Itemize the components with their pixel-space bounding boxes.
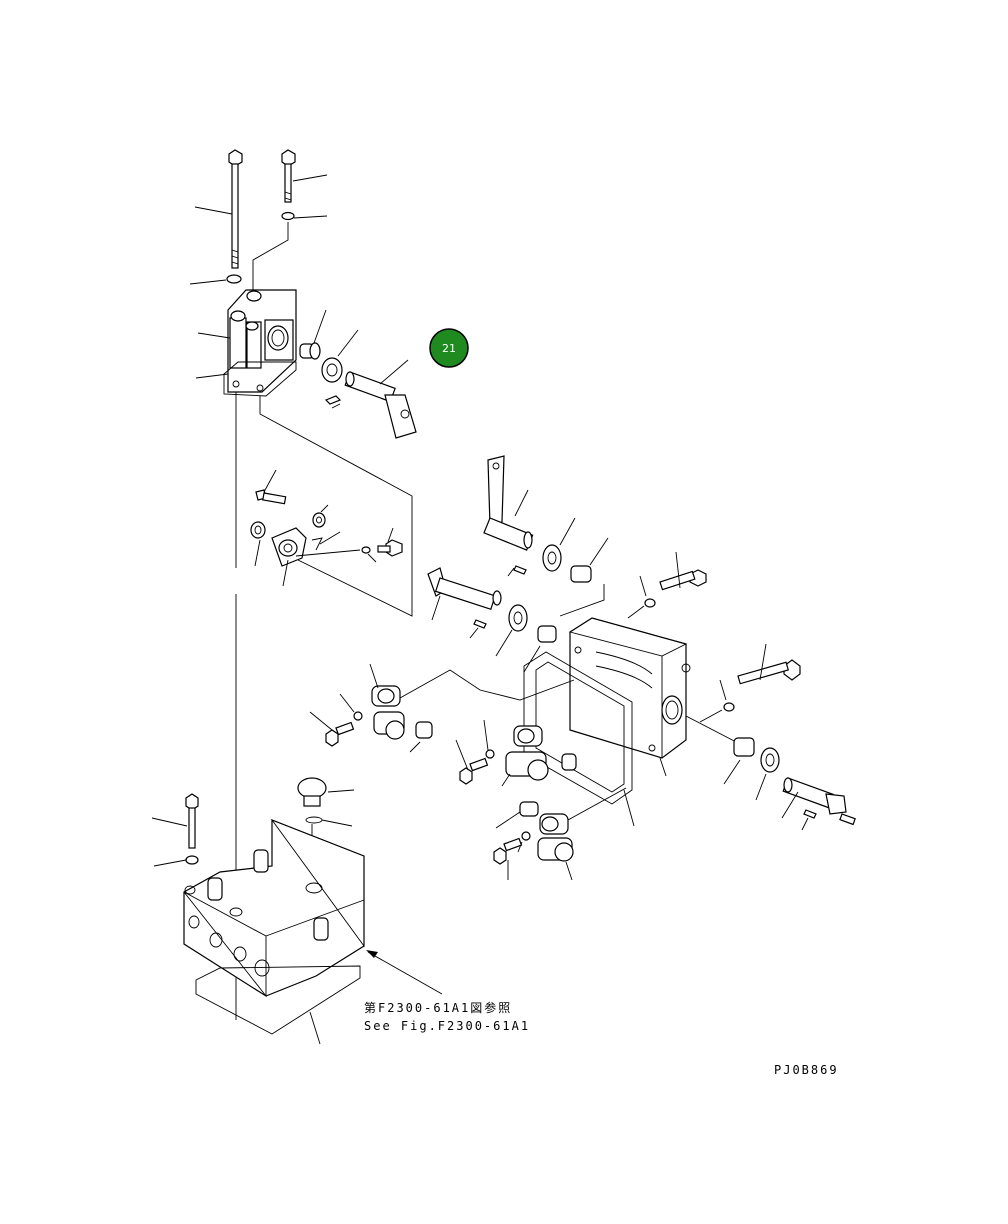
lever-subassembly (250, 469, 403, 587)
linkage-pieces (309, 663, 627, 881)
drawing-code: PJ0B869 (774, 1063, 839, 1077)
callout-number: 21 (442, 342, 456, 355)
lower-valve-body (151, 777, 443, 1045)
washer-upper-left (226, 274, 242, 284)
middle-shaft (427, 567, 557, 673)
reference-en: See Fig.F2300-61A1 (364, 1019, 530, 1033)
washer-upper-right (281, 211, 295, 221)
upper-valve-assembly (189, 149, 417, 439)
callout-badge[interactable]: 21 (429, 328, 469, 368)
main-valve-body (523, 551, 856, 831)
reference-jp: 第F2300-61A1図参照 (364, 1000, 512, 1015)
right-shaft-lever (483, 455, 609, 583)
callout-circle (429, 328, 469, 368)
long-bolt-left (228, 149, 243, 269)
short-bolt-right (281, 149, 296, 203)
